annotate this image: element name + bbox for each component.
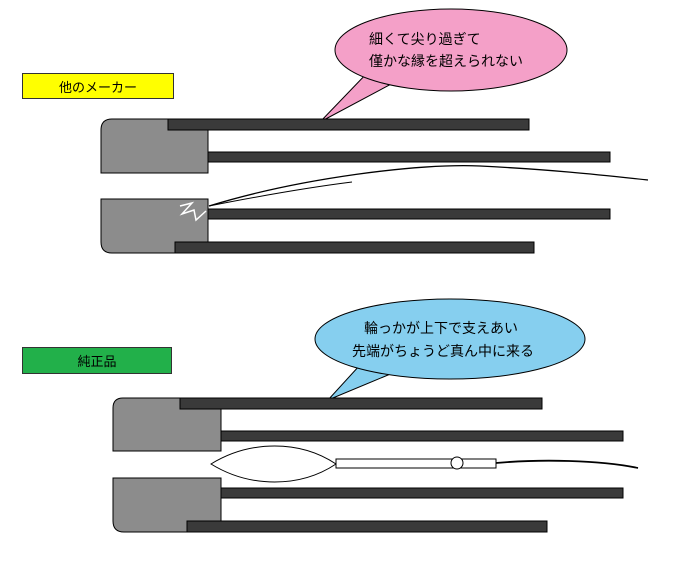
genuine-bubble-body [314,298,586,380]
other-maker-lower-bar-top [207,208,611,220]
genuine-label-text: 純正品 [77,355,117,370]
other-maker-upper-bar-bottom [207,151,611,163]
genuine-speech-bubble: 輪っかが上下で支えあい 先端がちょうど真ん中に来る [314,298,586,401]
other-maker-speech-bubble: 細くて尖り過ぎて 僅かな縁を超えられない [319,8,568,123]
genuine-loop [210,445,337,483]
genuine-shaft [335,458,497,469]
genuine-upper-bar-bottom [220,430,624,442]
genuine-bubble-line-1: 輪っかが上下で支えあい [364,320,518,337]
genuine-lower-bar-bottom [186,520,548,533]
other-maker-label: 他のメーカー [22,73,174,99]
genuine-bead [450,456,464,470]
other-maker-bubble-body [334,8,568,92]
spark-icon [179,201,207,222]
genuine-upper-bar-top [179,397,543,410]
other-maker-thin-hook [208,165,649,207]
genuine-bubble-line-2: 先端がちょうど真ん中に来る [352,344,534,360]
genuine-label: 純正品 [22,347,172,374]
other-maker-lower-bar-bottom [174,241,535,254]
genuine-line [495,459,639,469]
other-maker-label-text: 他のメーカー [58,80,137,96]
genuine-lower-bar-top [220,487,624,499]
other-maker-upper-bar-top [167,118,530,131]
other-maker-upper-block [100,118,209,174]
other-maker-bubble-line-2: 僅かな縁を超えられない [369,54,523,70]
other-maker-bubble-line-1: 細くて尖り過ぎて [369,32,481,48]
genuine-upper-block [112,397,222,452]
